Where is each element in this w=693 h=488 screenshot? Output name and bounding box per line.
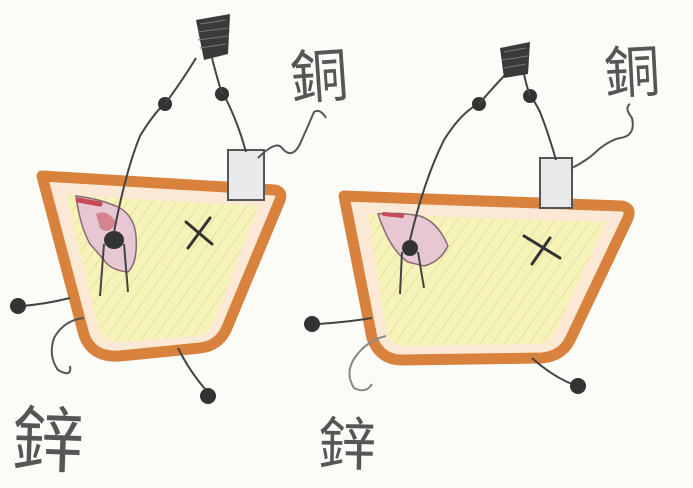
left-wire-copper <box>221 91 247 153</box>
right-zinc-leader <box>348 335 387 392</box>
right-wire-copper <box>529 95 557 161</box>
left-zinc-leader <box>50 317 85 375</box>
zinc-label-left: 鋅 <box>10 397 84 485</box>
copper-label-right: 銅 <box>602 39 660 108</box>
right-leg-left <box>317 317 373 325</box>
right-copper-leader <box>571 103 634 169</box>
left-copper-leader <box>257 109 327 159</box>
left-wire-zinc <box>113 103 165 233</box>
right-x-mark <box>522 234 562 266</box>
right-zinc-electrode <box>399 240 425 295</box>
left-leg-right <box>177 347 207 391</box>
left-zinc-stain <box>75 195 138 273</box>
left-copper-electrode <box>227 149 265 201</box>
left-cell <box>10 14 327 404</box>
left-x-mark <box>184 216 214 250</box>
zinc-label-right: 鋅 <box>317 410 375 480</box>
left-leg-left <box>21 297 71 307</box>
left-zinc-electrode <box>99 231 129 297</box>
left-meter <box>196 14 230 60</box>
right-copper-electrode <box>539 157 573 209</box>
right-wire-zinc <box>409 103 479 241</box>
copper-label-left: 銅 <box>288 41 349 113</box>
right-cell <box>304 42 635 394</box>
right-leg-right <box>531 357 573 385</box>
right-zinc-stain <box>376 212 449 267</box>
